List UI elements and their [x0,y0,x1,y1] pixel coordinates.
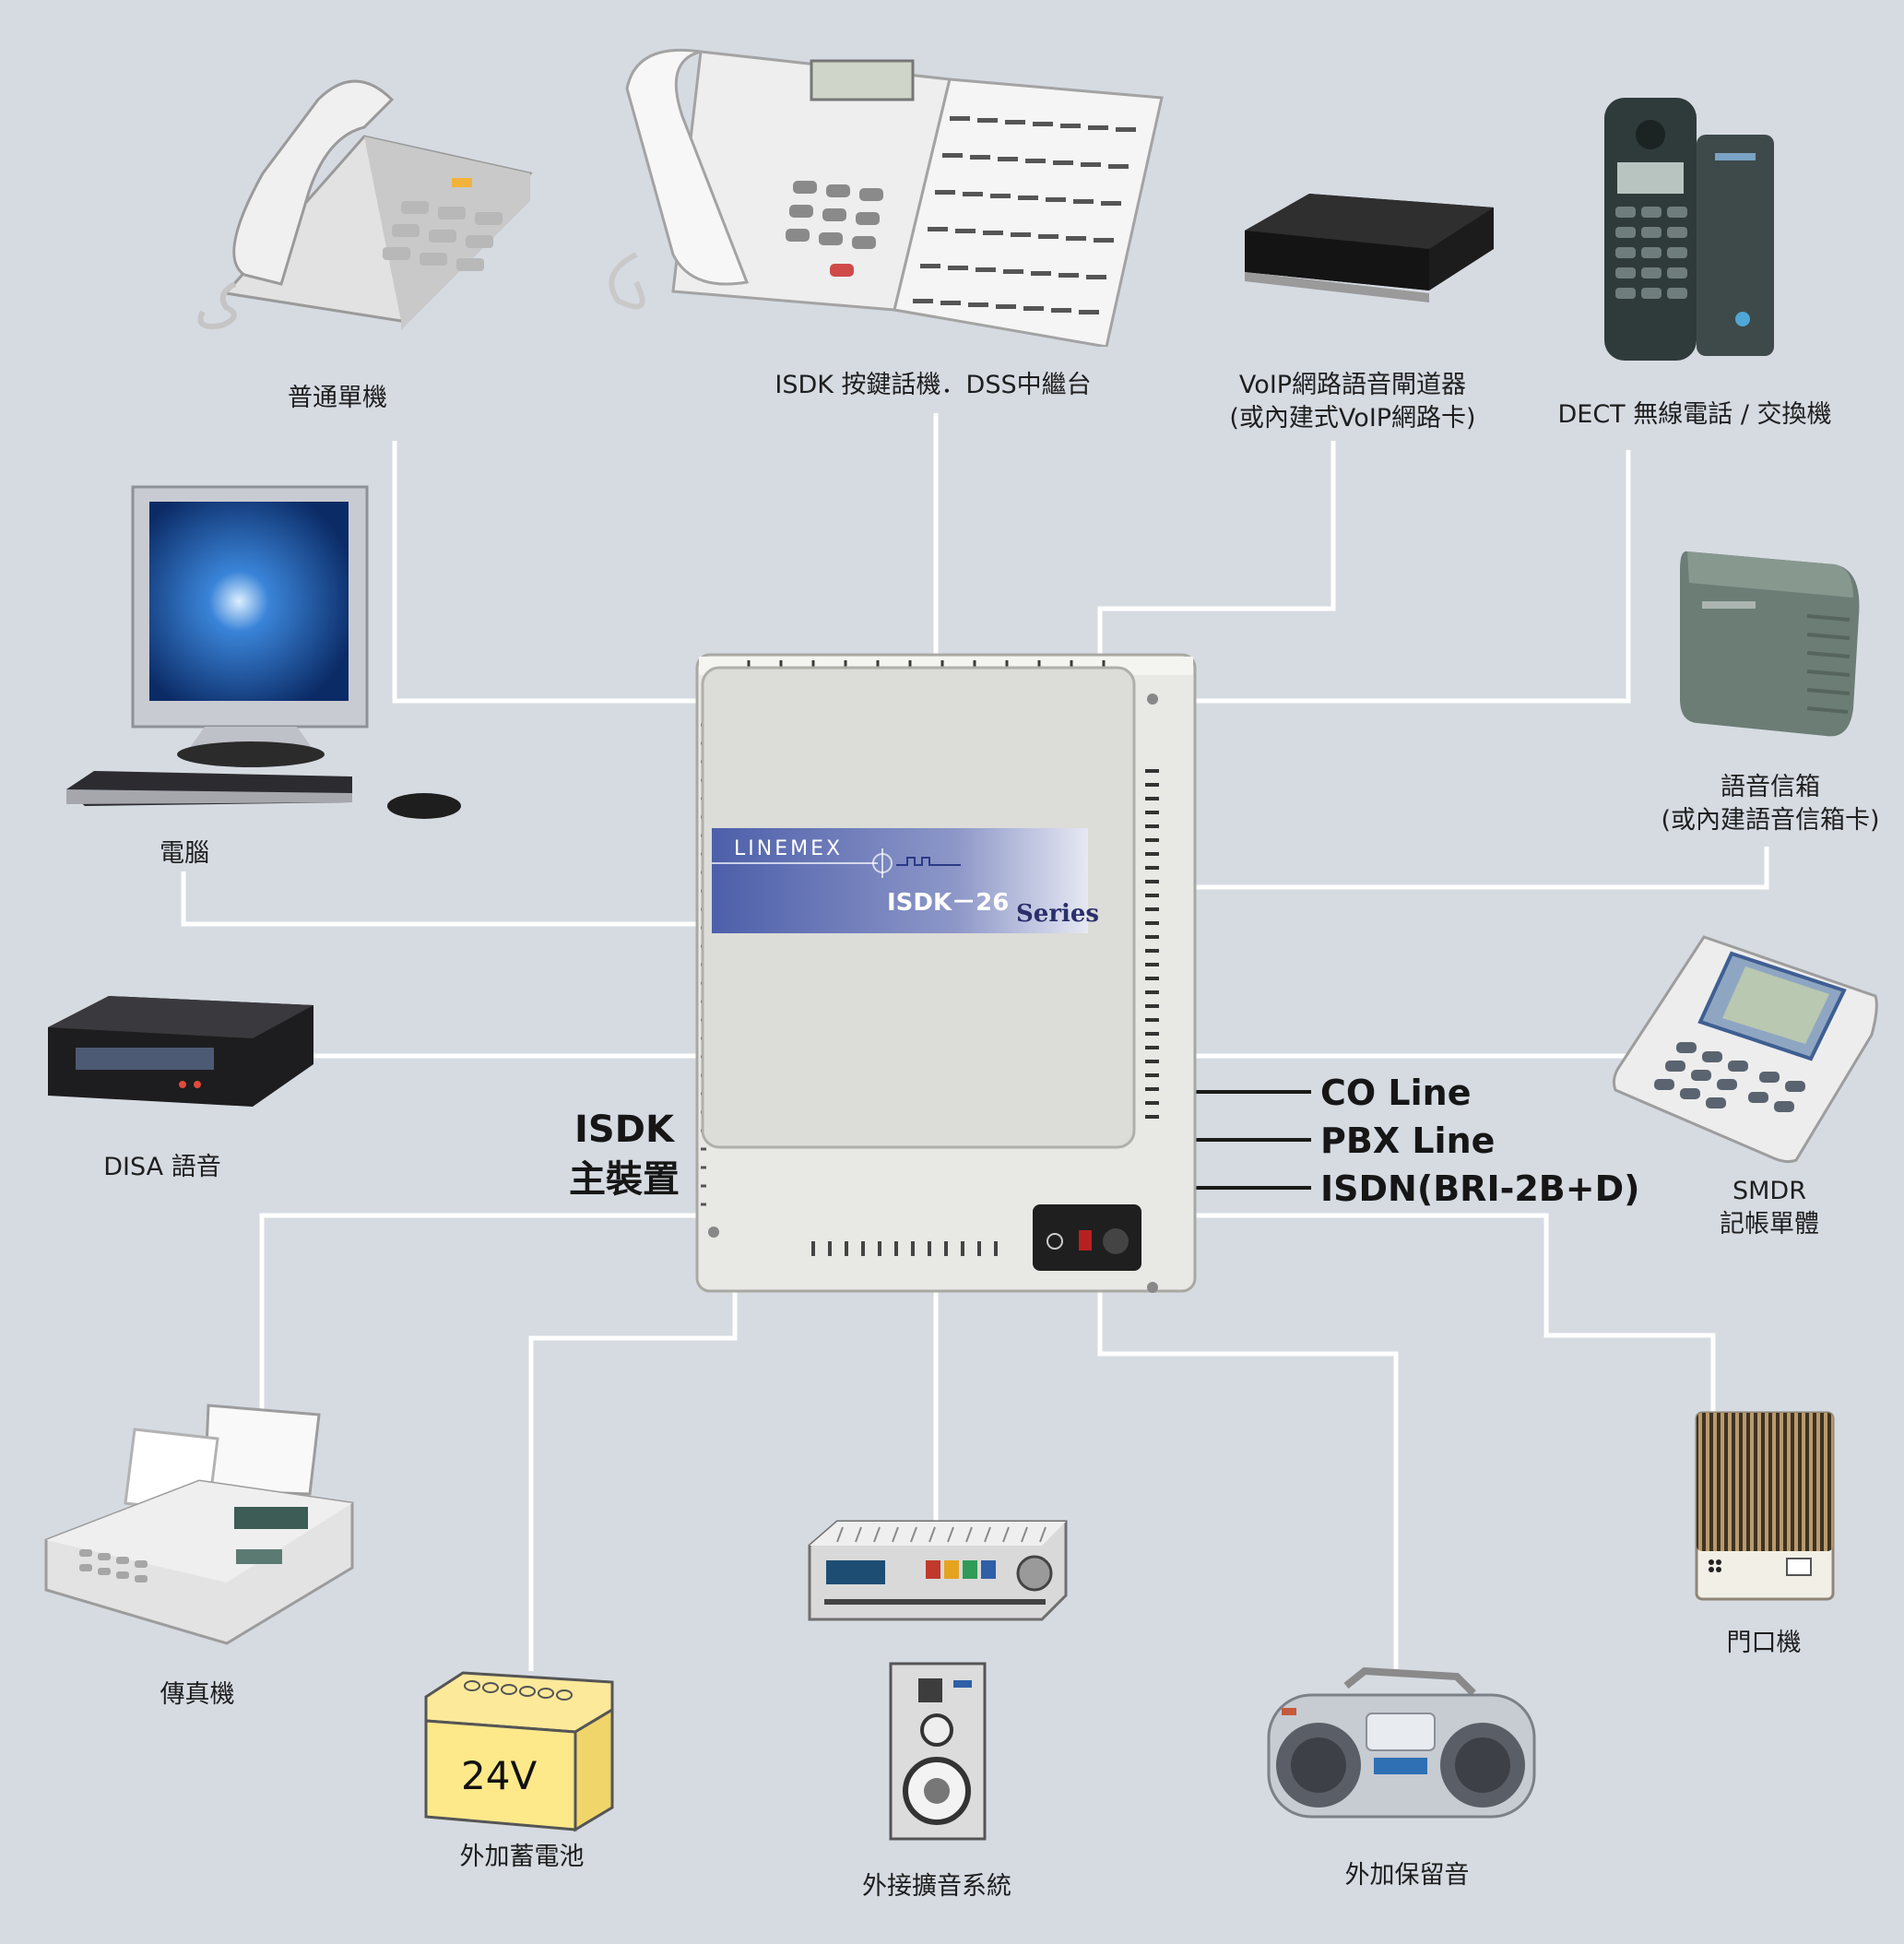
music-on-hold-label: 外加保留音 [1344,1861,1470,1890]
main-unit-series: Series [1016,900,1100,928]
voip-gateway-label-line2: (或內建式VoIP網路卡) [1229,404,1476,433]
link-voicemail [1189,847,1769,890]
pbx-line-label: PBX Line [1320,1120,1496,1161]
smdr-unit-label: SMDR 記帳單體 [1704,1175,1835,1242]
smdr-unit-image [1612,935,1878,1164]
battery-voltage: 24V [461,1753,538,1798]
link-single-phone [392,441,701,704]
disa-unit-image [48,996,313,1107]
link-fax [259,1213,701,1409]
fax-machine-image [44,1404,354,1645]
computer-label: 電腦 [160,839,209,868]
main-unit-model: ISDK－26 [887,889,1010,917]
voice-mail-label: 語音信箱 (或內建語音信箱卡) [1650,771,1890,838]
isdk-main-unit [695,653,1197,1293]
speaker-image [889,1662,987,1841]
single-line-phone-label: 普通單機 [288,384,387,412]
link-battery [528,1245,738,1671]
battery-label: 外加蓄電池 [459,1843,585,1871]
isdn-line-label: ISDN(BRI-2B+D) [1320,1168,1640,1209]
paging-system-label: 外接擴音系統 [862,1872,1011,1901]
main-unit-title-line2: 主裝置 [569,1158,680,1201]
voice-mail-image [1680,551,1860,737]
music-on-hold-image [1267,1667,1536,1819]
amplifier-image [808,1520,1068,1621]
single-line-phone-image [197,79,533,330]
link-music-on-hold [1097,1282,1399,1669]
smdr-unit-label-line2: 記帳單體 [1720,1210,1819,1239]
voip-gateway-label: VoIP網路語音閘道器 (或內建式VoIP網路卡) [1219,369,1486,436]
dect-phone-label: DECT 無線電話 / 交換機 [1557,400,1832,429]
voip-gateway-label-line1: VoIP網路語音閘道器 [1238,371,1467,399]
door-phone-label: 門口機 [1726,1629,1802,1657]
co-line-label: CO Line [1320,1073,1472,1113]
main-unit-title-line1: ISDK [574,1108,674,1151]
voip-gateway-image [1245,194,1494,302]
battery-image [424,1671,614,1832]
main-unit-label: ISDK 主裝置 [566,1105,682,1204]
disa-unit-label: DISA 語音 [103,1153,221,1181]
link-dect [1189,450,1631,704]
computer-image [66,485,461,819]
door-phone-image [1695,1411,1835,1601]
link-voip [1097,441,1336,673]
isdk-key-phone-label: ISDK 按鍵話機．DSS中繼台 [775,371,1092,399]
voice-mail-label-line1: 語音信箱 [1721,773,1820,801]
link-door-phone [1189,1213,1716,1416]
fax-machine-label: 傳真機 [160,1680,235,1709]
smdr-unit-label-line1: SMDR [1733,1177,1806,1205]
dect-phone-image [1604,98,1774,361]
isdk-key-phone-image [609,48,1164,347]
link-computer [181,871,701,927]
main-unit-brand: LINEMEX [734,837,844,860]
voice-mail-label-line2: (或內建語音信箱卡) [1661,806,1880,836]
